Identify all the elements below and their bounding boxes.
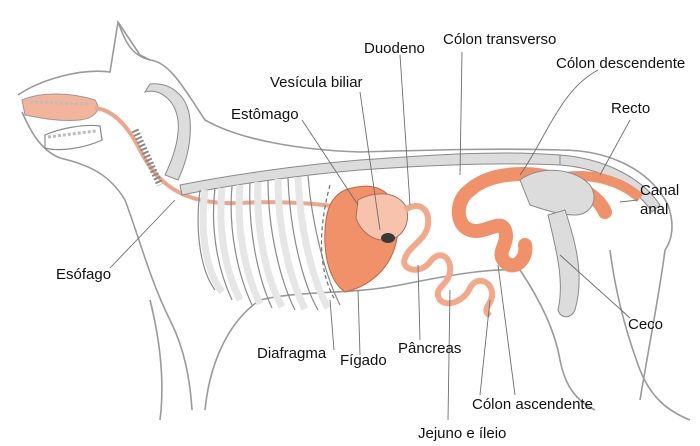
label-esofago: Esófago bbox=[56, 266, 111, 283]
small-intestine bbox=[404, 206, 492, 316]
label-estomago: Estômago bbox=[231, 106, 299, 123]
label-vesicula-biliar: Vesícula biliar bbox=[270, 74, 363, 91]
label-jejuno-ileo: Jejuno e íleio bbox=[418, 425, 506, 442]
label-figado: Fígado bbox=[340, 352, 387, 369]
head-structures bbox=[22, 94, 102, 150]
label-duodeno: Duodeno bbox=[364, 40, 425, 57]
label-colon-transverso: Cólon transverso bbox=[443, 31, 556, 48]
label-ceco: Ceco bbox=[628, 316, 663, 333]
gallbladder bbox=[381, 233, 395, 243]
label-diafragma: Diafragma bbox=[257, 345, 326, 362]
label-recto: Recto bbox=[611, 100, 650, 117]
label-colon-ascendente: Cólon ascendente bbox=[472, 396, 593, 413]
esophagus bbox=[95, 108, 360, 210]
label-pancreas: Pâncreas bbox=[398, 340, 461, 357]
label-colon-descendente: Cólon descendente bbox=[556, 55, 685, 72]
label-canal-anal-line2: anal bbox=[640, 201, 668, 218]
ribcage bbox=[198, 176, 340, 310]
label-canal-anal-line1: Canal bbox=[640, 182, 679, 199]
